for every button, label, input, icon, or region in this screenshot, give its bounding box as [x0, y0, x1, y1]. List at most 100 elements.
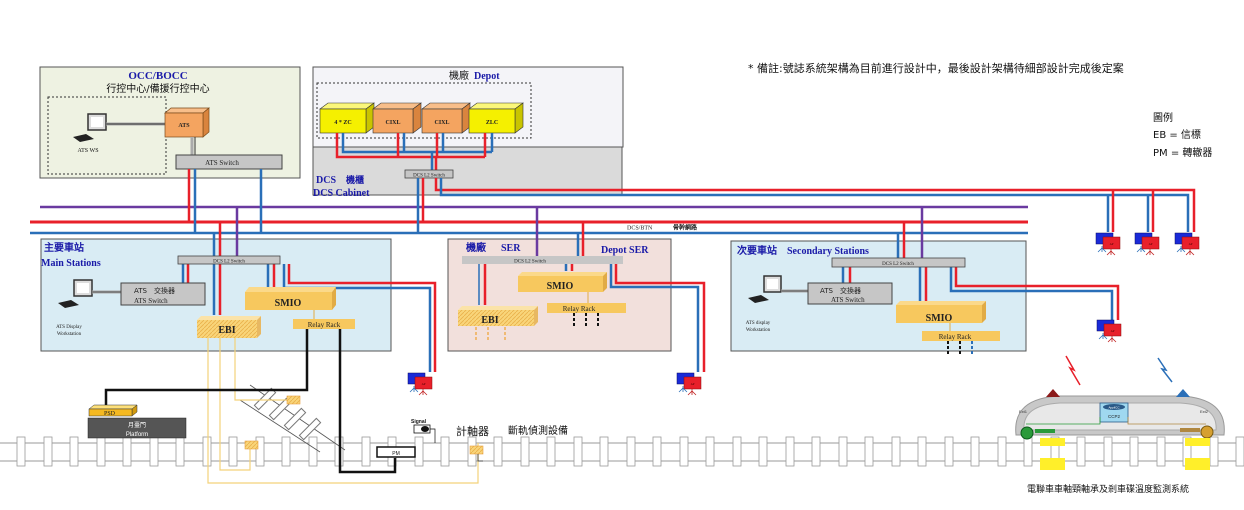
signal-icon [413, 424, 436, 443]
main-station-ws-label-2: Workstation [57, 332, 82, 337]
sleeper [281, 436, 291, 467]
axle-counter-label: 計軸器 [456, 424, 489, 438]
wayside-ap-icon: AP [1134, 232, 1160, 256]
legend-title: 圖例 [1153, 111, 1173, 124]
main-station-ats-switch [120, 282, 206, 306]
sleeper [1209, 436, 1219, 467]
depot-ser-relay-rack [547, 303, 626, 313]
workstation-icon [73, 113, 107, 142]
train-monitor-caption: 電聯車車軸頸軸承及剎車碟溫度監測系統 [1027, 483, 1189, 495]
sleeper [361, 436, 371, 467]
sleeper [1103, 436, 1113, 467]
sleeper [917, 436, 927, 467]
ap-label: AP [1189, 242, 1193, 246]
yellow-detector-zone [1040, 438, 1065, 446]
psd: PSD [88, 404, 138, 417]
depot-ser-title-ser: SER [501, 243, 521, 254]
depot-equipment-box: 4 * ZC [319, 102, 375, 134]
platform-label-zh: 月臺門 [128, 421, 146, 429]
train-end1-label: Ext1 [1019, 409, 1028, 414]
sleeper [652, 436, 662, 467]
secondary-station-ws-label-2: Workstation [746, 328, 771, 333]
sleeper [970, 436, 980, 467]
sleeper [69, 436, 79, 467]
depot-title-zh: 機廠 [449, 69, 469, 82]
point-machine [376, 446, 416, 458]
main-station-dcs-switch [177, 255, 281, 265]
ap-label: AP [691, 382, 695, 386]
backbone-label-zh: 骨幹網路 [673, 224, 698, 232]
depot-box-label: ZLC [486, 120, 498, 126]
secondary-station-relay-rack [922, 331, 1000, 341]
depot-ser-panel: 機廠 SER Depot SER [447, 238, 672, 352]
main-station-title-zh: 主要車站 [44, 241, 84, 254]
dcs-cabinet-panel: DCS 機櫃 DCS Cabinet [312, 146, 623, 199]
legend-item-eb: EB = 信標 [1153, 128, 1201, 141]
depot-ser-relay-rack-label: Relay Rack [563, 305, 596, 313]
depot-ser-dcs-switch [462, 256, 623, 264]
secondary-station-smio: SMIO [896, 301, 986, 324]
secondary-station-title-zh: 次要車站 [737, 244, 777, 257]
depot-box-label: CIXL [385, 120, 400, 126]
sleeper [626, 436, 636, 467]
dcs-cabinet-title-en: DCS Cabinet [313, 188, 370, 199]
sleeper [546, 436, 556, 467]
sleeper [758, 436, 768, 467]
sleeper [864, 436, 874, 467]
sleeper [599, 436, 609, 467]
sleeper [944, 436, 954, 467]
ats-server-box: ATS [164, 107, 210, 138]
dcs-cabinet-switch-label: DCS L2 Switch [413, 174, 445, 179]
sleeper [228, 436, 238, 467]
ap-label: AP [1111, 329, 1115, 333]
train-end2-label: Ext2 [1200, 409, 1209, 414]
platform: 月臺門 Platform [87, 417, 187, 439]
ap-label: AP [1149, 242, 1153, 246]
sleeper [811, 436, 821, 467]
depot-title-en: Depot [474, 71, 500, 82]
secondary-station-title-en: Secondary Stations [787, 246, 869, 257]
train: Ext1 Ext2 AppliCC CCP2 [1015, 389, 1225, 470]
sleeper [414, 436, 424, 467]
sleeper [679, 436, 689, 467]
sleeper [1129, 436, 1139, 467]
track [0, 436, 1244, 467]
wayside-ap-icon: AP [1095, 232, 1121, 256]
sleeper [1023, 436, 1033, 467]
sleeper [1235, 436, 1244, 467]
antenna-red-icon [1046, 389, 1060, 397]
main-station-relay-rack [293, 319, 355, 329]
sleeper [16, 436, 26, 467]
ats-ws-label: ATS WS [77, 148, 98, 154]
sensor-orange-icon [1200, 425, 1214, 439]
main-station-smio: SMIO [245, 287, 336, 310]
occ-title-zh: 行控中心/備援行控中心 [106, 82, 209, 95]
sleeper [785, 436, 795, 467]
sleeper [43, 436, 53, 467]
sleeper [493, 436, 503, 467]
pm-label: PM [392, 451, 400, 457]
wayside-ap-icon: AP [407, 372, 433, 396]
sleeper [96, 436, 106, 467]
depot-ser-smio-label: SMIO [547, 281, 574, 292]
broken-rail-detection-label: 斷軌偵測設備 [508, 424, 568, 437]
depot-ser-switch-label: DCS L2 Switch [514, 260, 546, 265]
secondary-station-ws-label-1: ATS display [746, 321, 771, 326]
ats-box-label: ATS [178, 123, 190, 129]
main-station-workstation-icon [58, 279, 93, 308]
sleeper [838, 436, 848, 467]
ats-switch [175, 154, 283, 170]
design-note: * 備註:號誌系統架構為目前進行設計中，最後設計架構待細部設計完成後定案 [748, 61, 1124, 75]
depot-ser-smio: SMIO [518, 272, 607, 292]
main-station-ebi: EBI [197, 316, 261, 338]
backbone-network [30, 205, 1028, 235]
occ-title-en: OCC/BOCC [128, 70, 187, 82]
secondary-station-relay-rack-label: Relay Rack [939, 333, 972, 341]
sleeper [573, 436, 583, 467]
axle-counter-beacon [469, 445, 484, 455]
dcs-cabinet-title-zh: 機櫃 [346, 174, 364, 186]
sensor-green-icon [1020, 426, 1034, 440]
main-station-ws-label-1: ATS Display [56, 325, 82, 330]
ap-label: AP [1110, 242, 1114, 246]
cc-label: CCP2 [1108, 414, 1121, 419]
